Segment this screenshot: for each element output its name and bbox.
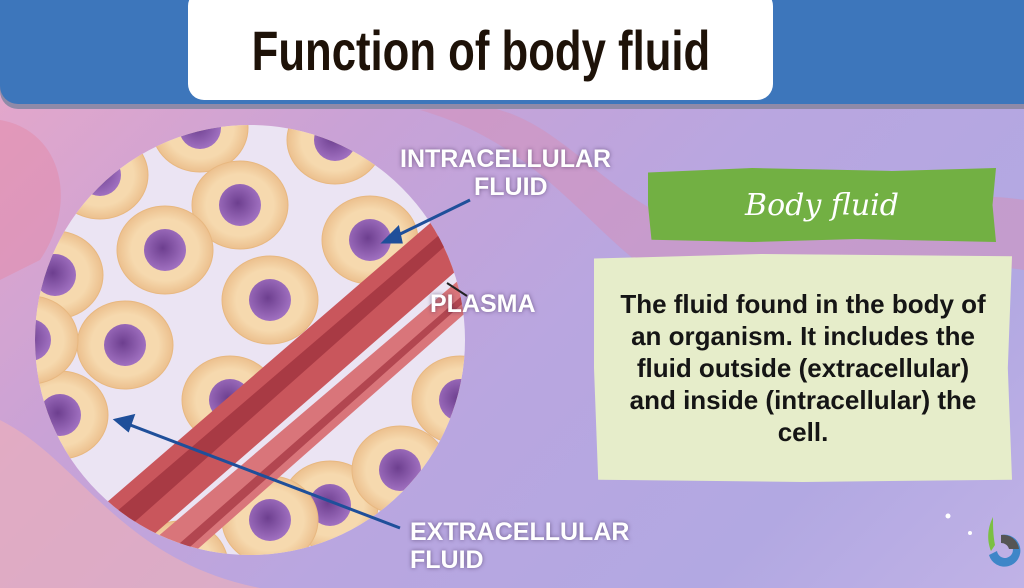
nucleus: [249, 279, 291, 321]
nucleus: [39, 394, 81, 436]
nucleus: [35, 254, 76, 296]
label-line: EXTRACELLULAR: [410, 518, 630, 546]
nucleus: [79, 154, 121, 196]
nucleus: [104, 324, 146, 366]
cell: [35, 295, 79, 385]
label-line: INTRACELLULAR: [400, 145, 612, 173]
cell: [411, 355, 465, 445]
brand-logo-icon: [988, 517, 1021, 567]
nucleus: [144, 229, 186, 271]
definition-box: The fluid found in the body of an organi…: [594, 254, 1012, 482]
cell: [51, 130, 149, 220]
nucleus: [219, 184, 261, 226]
nucleus: [309, 484, 351, 526]
term: Body fluid: [745, 187, 899, 223]
label-plasma: PLASMA: [430, 290, 536, 318]
nucleus: [314, 125, 356, 161]
label-line: FLUID: [410, 546, 484, 574]
nucleus: [179, 125, 221, 149]
nucleus: [35, 319, 51, 361]
label-intracellular-fluid: INTRACELLULAR FLUID: [400, 145, 611, 201]
term-banner: Body fluid: [648, 168, 996, 242]
blood-vessel: [40, 180, 465, 555]
page-title: Function of body fluid: [251, 18, 710, 82]
nucleus: [379, 449, 421, 491]
nucleus: [439, 379, 465, 421]
label-extracellular-fluid: EXTRACELLULAR FLUID: [410, 518, 629, 574]
title-box: Function of body fluid: [188, 0, 773, 100]
nucleus: [349, 219, 391, 261]
label-line: FLUID: [474, 173, 548, 201]
arrows: [112, 198, 471, 530]
nucleus: [249, 499, 291, 541]
cell: [286, 125, 384, 185]
definition-text: The fluid found in the body of an organi…: [620, 289, 986, 447]
cell: [151, 125, 249, 173]
nucleus: [159, 544, 201, 555]
